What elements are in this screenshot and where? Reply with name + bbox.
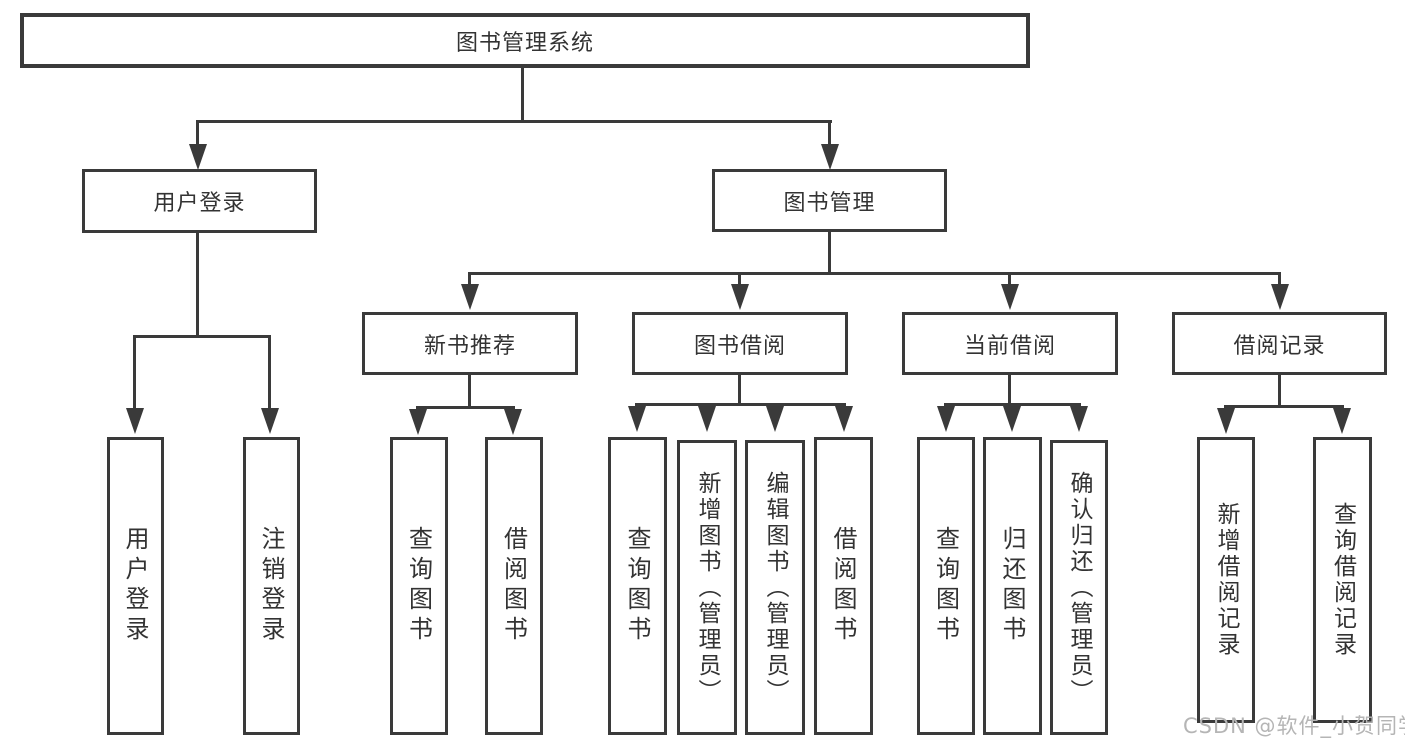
leaf-borrow-book: 借阅图书 (485, 437, 543, 735)
node-user-login: 用户登录 (82, 169, 317, 233)
node-label: 查询图书 (623, 526, 651, 646)
connector-stub (828, 120, 831, 148)
arrow-down-icon (189, 144, 207, 170)
arrow-down-icon (1217, 408, 1235, 434)
node-label: 图书管理系统 (455, 30, 594, 56)
connector-stub (268, 335, 271, 411)
arrow-down-icon (1333, 408, 1351, 434)
leaf-edit-book-admin: 编辑图书（管理员） (745, 440, 805, 735)
node-borrowing-records: 借阅记录 (1172, 312, 1387, 375)
connector-stem (1008, 375, 1011, 406)
arrow-down-icon (698, 406, 716, 432)
node-label: 借阅图书 (829, 526, 857, 646)
node-book-management: 图书管理 (712, 169, 947, 232)
connector-stub (1008, 272, 1011, 286)
connector-stub (196, 120, 199, 148)
arrow-down-icon (1271, 284, 1289, 310)
node-label: 查询借阅记录 (1329, 502, 1356, 658)
node-label: 确认归还（管理员） (1066, 470, 1092, 705)
arrow-down-icon (126, 408, 144, 434)
watermark: CSDN @软件_小贺同学 (1183, 714, 1405, 738)
connector-level3-bus (468, 272, 1281, 275)
node-label: 借阅图书 (499, 526, 528, 646)
node-label: 编辑图书（管理员） (762, 470, 788, 705)
connector-bus (1224, 405, 1344, 408)
arrow-down-icon (461, 284, 479, 310)
node-label: 用户登录 (153, 191, 246, 216)
leaf-user-login: 用户登录 (107, 437, 164, 735)
node-book-borrowing: 图书借阅 (632, 312, 848, 375)
node-label: 新书推荐 (423, 333, 516, 359)
arrow-down-icon (821, 144, 839, 170)
leaf-query-book: 查询图书 (608, 437, 667, 735)
connector-root-stem (521, 66, 524, 122)
arrow-down-icon (261, 408, 279, 434)
leaf-borrow-book: 借阅图书 (814, 437, 873, 735)
leaf-confirm-return-admin: 确认归还（管理员） (1050, 440, 1108, 735)
connector-bus (416, 406, 515, 409)
connector-stub (738, 272, 741, 286)
arrow-down-icon (628, 406, 646, 432)
node-label: 归还图书 (998, 526, 1026, 646)
leaf-add-borrow-record: 新增借阅记录 (1197, 437, 1255, 723)
node-current-borrowing: 当前借阅 (902, 312, 1118, 375)
node-new-book-recommend: 新书推荐 (362, 312, 578, 375)
node-label: 图书管理 (783, 190, 876, 216)
leaf-add-book-admin: 新增图书（管理员） (677, 440, 737, 735)
arrow-down-icon (731, 284, 749, 310)
arrow-down-icon (1003, 406, 1021, 432)
connector-bus (133, 335, 271, 338)
node-label: 借阅记录 (1233, 333, 1326, 359)
arrow-down-icon (1001, 284, 1019, 310)
leaf-query-book: 查询图书 (390, 437, 448, 735)
node-label: 注销登录 (257, 526, 285, 646)
leaf-logout: 注销登录 (243, 437, 300, 735)
node-label: 查询图书 (931, 526, 960, 646)
node-root: 图书管理系统 (20, 13, 1030, 68)
node-label: 新增图书（管理员） (694, 470, 720, 705)
connector-bus (635, 403, 846, 406)
connector-stub (468, 272, 471, 286)
leaf-query-book: 查询图书 (917, 437, 975, 735)
connector-stem (196, 233, 199, 337)
node-label: 当前借阅 (963, 333, 1056, 359)
node-label: 新增借阅记录 (1213, 502, 1239, 658)
node-label: 图书借阅 (693, 333, 786, 359)
node-label: 用户登录 (121, 526, 149, 646)
connector-stem (1278, 375, 1281, 408)
connector-stem (738, 375, 741, 406)
connector-stub (1278, 272, 1281, 286)
leaf-return-book: 归还图书 (983, 437, 1042, 735)
leaf-query-borrow-record: 查询借阅记录 (1313, 437, 1372, 723)
node-label: 查询图书 (404, 526, 433, 646)
connector-stem (468, 375, 471, 409)
connector-stub (133, 335, 136, 411)
connector-level2-bus (196, 120, 832, 123)
connector-stem (828, 232, 831, 275)
arrow-down-icon (504, 409, 522, 435)
arrow-down-icon (409, 409, 427, 435)
connector-bus (944, 403, 1081, 406)
arrow-down-icon (1070, 406, 1088, 432)
arrow-down-icon (766, 406, 784, 432)
arrow-down-icon (835, 406, 853, 432)
arrow-down-icon (937, 406, 955, 432)
